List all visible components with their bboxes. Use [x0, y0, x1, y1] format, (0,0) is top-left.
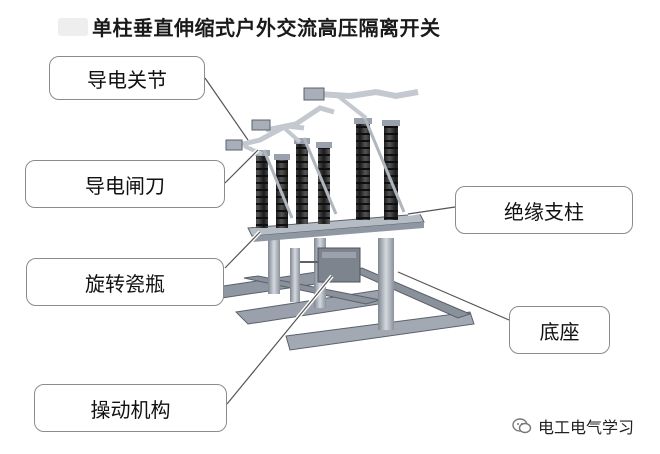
label-insulating-post: 绝缘支柱 [455, 186, 633, 234]
insulator-phase-2 [294, 137, 338, 224]
label-conductive-blade: 导电闸刀 [25, 160, 225, 208]
conductive-arms [225, 87, 419, 156]
callout-lines-inner [204, 77, 510, 405]
insulator-phase-3 [354, 115, 406, 220]
label-operating-mechanism: 操动机构 [34, 384, 227, 432]
watermark-text: 电工电气学习 [538, 418, 635, 437]
label-base: 底座 [509, 306, 610, 354]
watermark: 电工电气学习 [512, 414, 634, 438]
label-rotating-insulator: 旋转瓷瓶 [26, 258, 224, 306]
mechanism-box [300, 247, 361, 283]
label-conductive-joint: 导电关节 [49, 56, 205, 100]
wechat-icon [512, 418, 532, 434]
title-logo-blur [58, 18, 88, 36]
insulator-phase-1 [254, 149, 294, 228]
page-title: 单柱垂直伸缩式户外交流高压隔离开关 [92, 16, 441, 40]
